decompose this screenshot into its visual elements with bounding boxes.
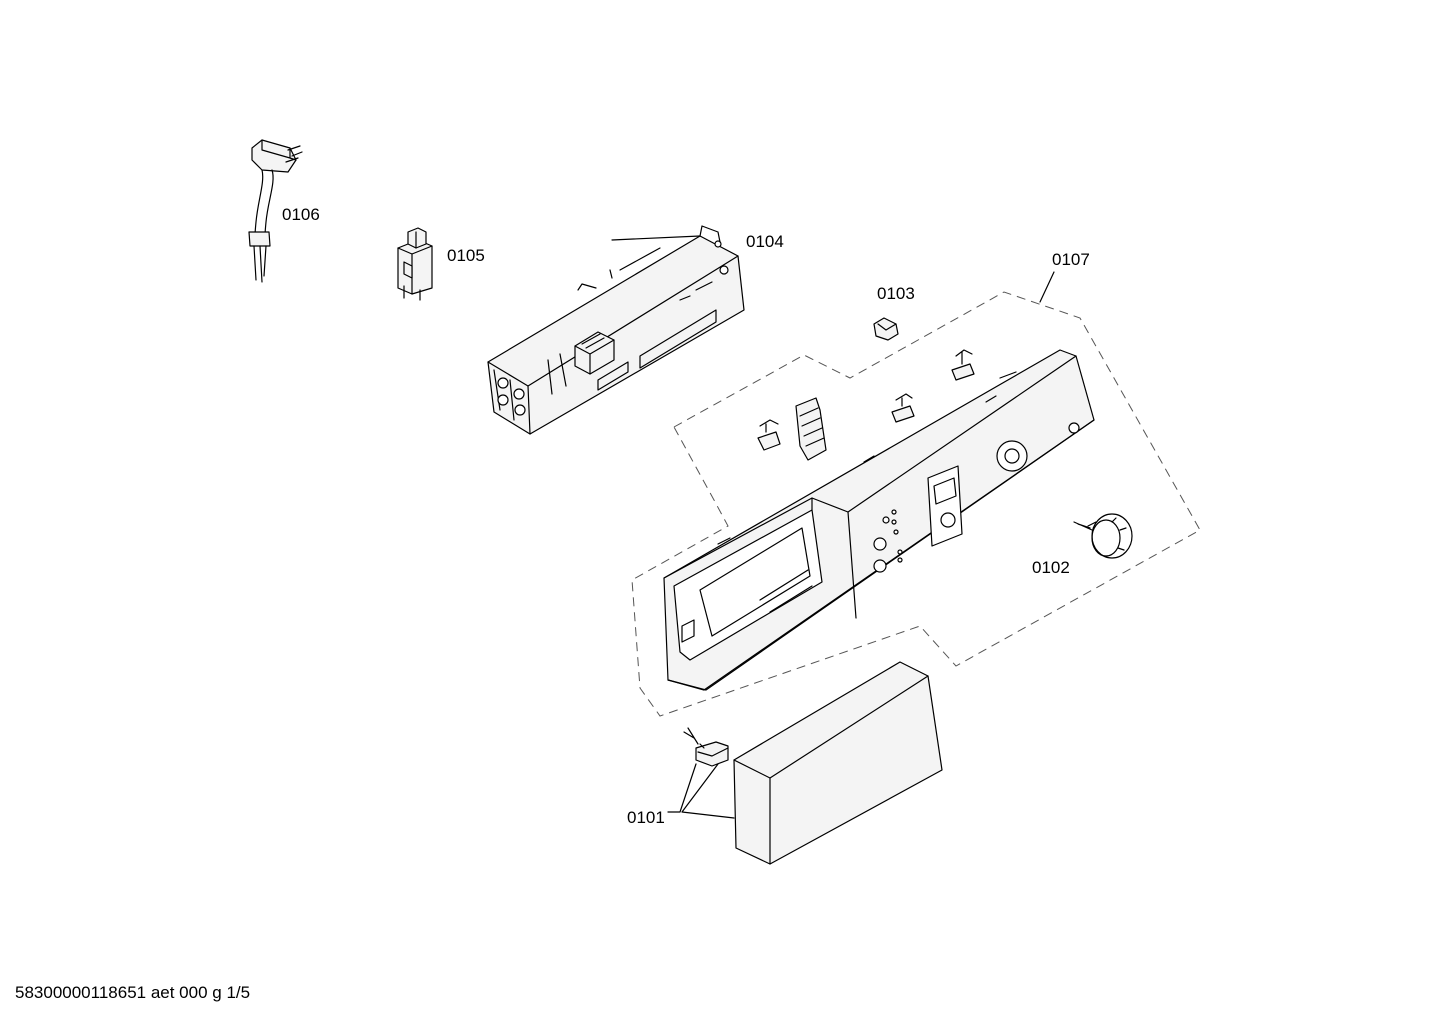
control-module-part (487, 225, 745, 435)
leader-line-0107 (1039, 271, 1055, 303)
part-label-0106: 0106 (282, 205, 320, 224)
power-cord-part (248, 139, 303, 283)
knob-part (1073, 513, 1133, 559)
drawer-handle-part (667, 661, 943, 865)
document-footer-id: 58300000118651 aet 000 g 1/5 (15, 983, 251, 1002)
part-label-0104: 0104 (746, 232, 784, 251)
part-label-0102: 0102 (1032, 558, 1070, 577)
part-label-0105: 0105 (447, 246, 485, 265)
part-label-0107: 0107 (1052, 250, 1090, 269)
button-set-part (757, 317, 975, 461)
control-panel-part (663, 349, 1095, 691)
part-label-0101: 0101 (627, 808, 665, 827)
part-label-0103: 0103 (877, 284, 915, 303)
connector-part (397, 227, 433, 301)
group-outline-0107 (631, 291, 1201, 717)
